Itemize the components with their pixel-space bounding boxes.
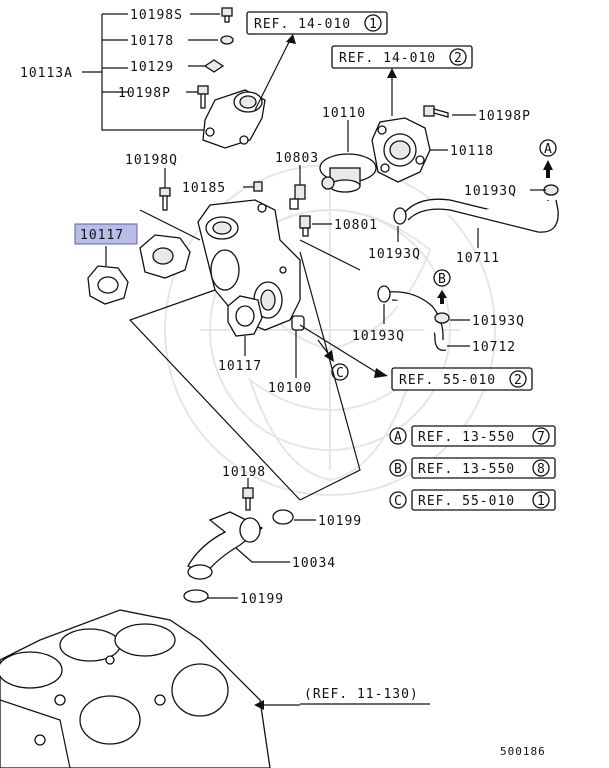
arrow-A [543, 160, 553, 170]
guide-line-1 [139, 209, 201, 241]
label-10198Q: 10198Q [125, 153, 178, 168]
ref-box-14-010-2 [331, 45, 473, 69]
bolt-10198P-right [423, 105, 449, 118]
guide-line-4 [299, 251, 361, 501]
label-10198S: 10198S [130, 8, 183, 23]
engine-block [0, 609, 271, 768]
pipe-10034 [187, 511, 264, 580]
arrow-A-stem [546, 170, 550, 178]
arrow-ref-11-130 [254, 700, 264, 710]
ref-box-55-010-2 [391, 367, 533, 391]
legend-A [389, 425, 556, 447]
sensor-10801 [299, 215, 311, 237]
ref3-num: 2 [514, 373, 523, 388]
hose-10711 [393, 184, 559, 233]
bolt-10198S [221, 7, 233, 23]
label-10193Q-b: 10193Q [368, 247, 421, 262]
gasket-10117-lower [227, 295, 263, 337]
bolt-10198Q [159, 187, 171, 211]
ref2-text: REF. 14-010 [339, 51, 436, 66]
hose-10712 [377, 285, 450, 351]
washer-10178 [220, 35, 234, 45]
label-10193Q-d: 10193Q [352, 329, 405, 344]
label-10117-highlight: 10117 [80, 228, 124, 243]
label-10185: 10185 [182, 181, 226, 196]
ref2-num: 2 [454, 51, 463, 66]
label-10193Q-c: 10193Q [472, 314, 525, 329]
flange-left [139, 234, 191, 279]
label-10034: 10034 [292, 556, 336, 571]
plug-10185 [253, 181, 263, 192]
bolt-10198 [242, 487, 254, 511]
leader-10034 [235, 547, 290, 563]
ref1-text: REF. 14-010 [254, 17, 351, 32]
arrow-ref2 [387, 68, 397, 78]
bracket-10113A [82, 13, 220, 131]
thermostat-housing-10118 [371, 117, 431, 183]
legend-A-letter: A [394, 430, 403, 445]
label-10803: 10803 [275, 151, 319, 166]
legend-B-letter: B [394, 462, 403, 477]
label-10198P-b: 10198P [478, 109, 531, 124]
oring-10199-upper [272, 509, 294, 525]
label-10801: 10801 [334, 218, 378, 233]
label-10198P-a: 10198P [118, 86, 171, 101]
guide-line-3 [128, 289, 301, 501]
legend-C-text: REF. 55-010 [418, 494, 515, 509]
label-10118: 10118 [450, 144, 494, 159]
label-10198: 10198 [222, 465, 266, 480]
label-10113A: 10113A [20, 66, 73, 81]
arrow-ref1 [286, 34, 296, 44]
legend-B-num: 8 [537, 462, 546, 477]
arrow-B [437, 290, 447, 298]
marker-C [331, 363, 349, 381]
label-10193Q-a: 10193Q [464, 184, 517, 199]
sensor-10803 [289, 184, 306, 210]
marker-B-letter: B [438, 272, 447, 287]
ref1-num: 1 [369, 17, 378, 32]
marker-C-letter: C [336, 366, 345, 381]
figure-number: 500186 [500, 745, 546, 758]
legend-C [389, 489, 556, 511]
highlight-10117 [74, 223, 138, 245]
legend-A-text: REF. 13-550 [418, 430, 515, 445]
ref-box-14-010-1 [246, 11, 388, 35]
legend-B [389, 457, 556, 479]
label-10711: 10711 [456, 251, 500, 266]
guide-line-2 [299, 239, 361, 271]
legend-C-num: 1 [537, 494, 546, 509]
label-10712: 10712 [472, 340, 516, 355]
ref3-text: REF. 55-010 [399, 373, 496, 388]
label-10117-lower: 10117 [218, 359, 262, 374]
arrow-B-stem [440, 298, 444, 304]
legend-A-num: 7 [537, 430, 546, 445]
label-10178: 10178 [130, 34, 174, 49]
label-10110: 10110 [322, 106, 366, 121]
label-10199-b: 10199 [240, 592, 284, 607]
marker-B [433, 269, 451, 287]
bolt-10198P-top [197, 85, 209, 109]
thermostat-10110 [319, 153, 377, 193]
legend-B-text: REF. 13-550 [418, 462, 515, 477]
legend-C-letter: C [394, 494, 403, 509]
label-10129: 10129 [130, 60, 174, 75]
oring-10199-lower [183, 589, 209, 603]
water-housing-10100 [197, 199, 305, 331]
label-10199-a: 10199 [318, 514, 362, 529]
arrow-ref3 [374, 368, 388, 378]
leader-ref3 [299, 324, 377, 373]
gasket-10129 [203, 59, 225, 73]
label-10100: 10100 [268, 381, 312, 396]
label-ref-11-130: (REF. 11-130) [304, 687, 419, 702]
leader-ref1 [254, 39, 291, 111]
marker-A [539, 139, 557, 157]
marker-A-letter: A [544, 142, 553, 157]
water-outlet-fitting [202, 89, 266, 149]
gasket-10117-left [87, 265, 129, 305]
